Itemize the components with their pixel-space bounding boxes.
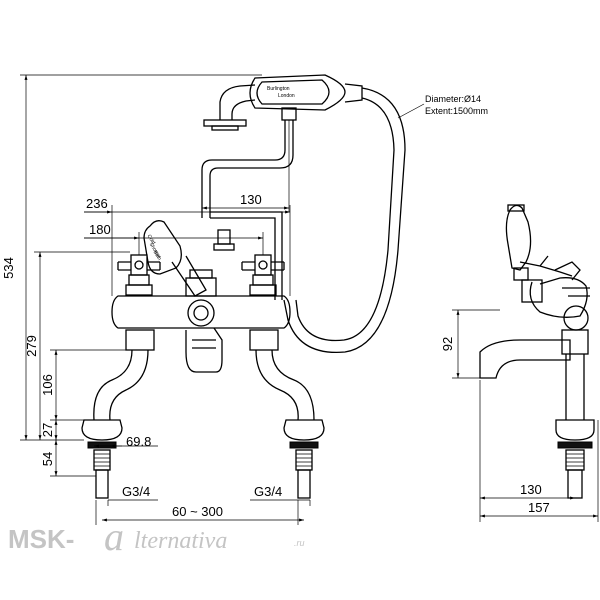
right-leg (249, 329, 325, 499)
left-leg (81, 329, 155, 499)
watermark-letter: a (104, 514, 124, 559)
dim-534: 534 (1, 257, 16, 279)
mixer-body (111, 269, 291, 373)
dim-centres: 60 ~ 300 (172, 504, 223, 519)
left-cross-handle (117, 254, 161, 296)
hose-extent: Extent:1500mm (425, 106, 488, 116)
thread-right: G3/4 (254, 484, 282, 499)
handset-city: London (278, 93, 295, 99)
lever-text-3: Bath (152, 250, 163, 262)
dimension-labels: 534 279 106 27 54 236 180 130 69.8 G3/4 … (1, 94, 550, 519)
watermark-prefix: MSK- (8, 524, 74, 554)
right-cross-handle (241, 254, 285, 296)
dim-130-side: 130 (520, 482, 542, 497)
diverter-lever: Cold Shower Bath (143, 220, 207, 297)
dim-69-8: 69.8 (126, 434, 151, 449)
watermark-tld: .ru (294, 538, 305, 548)
shower-hose (283, 87, 406, 354)
hose-diameter: Diameter:Ø14 (425, 94, 481, 104)
side-view (479, 204, 595, 499)
dim-27: 27 (40, 423, 55, 437)
dim-106: 106 (40, 374, 55, 396)
dim-92: 92 (440, 337, 455, 351)
dim-236: 236 (86, 196, 108, 211)
dim-54: 54 (40, 452, 55, 466)
thread-left: G3/4 (122, 484, 150, 499)
dim-279: 279 (24, 335, 39, 357)
lever-text-1: Cold (146, 234, 157, 246)
watermark-suffix: lternativa (134, 528, 227, 554)
watermark: MSK- a lternativa .ru (8, 514, 305, 559)
handset: Burlington London (203, 74, 363, 131)
handset-brand: Burlington (267, 86, 290, 92)
dim-180: 180 (89, 222, 111, 237)
front-dimensions (20, 74, 425, 525)
side-dimensions (452, 309, 599, 522)
dim-130-top: 130 (240, 192, 262, 207)
dim-157: 157 (528, 500, 550, 515)
